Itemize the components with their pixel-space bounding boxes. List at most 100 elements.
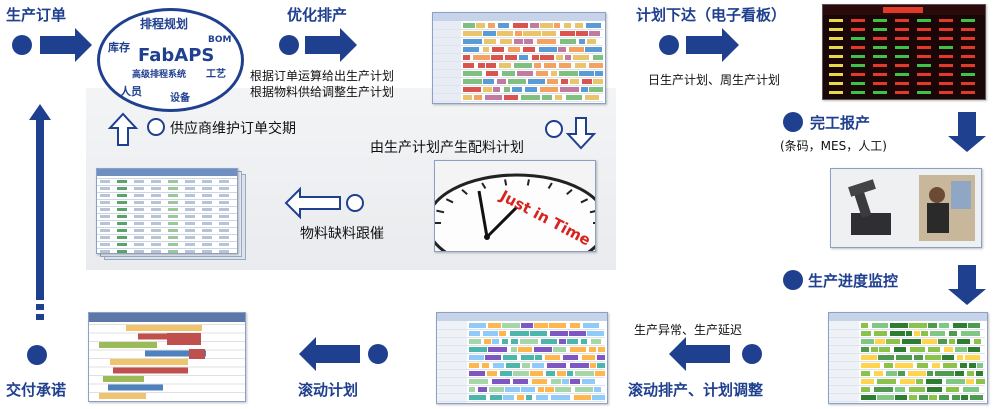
gantt-bar	[938, 339, 947, 344]
gantt-bar	[485, 355, 501, 360]
gantt-bar	[895, 387, 905, 392]
gantt-bar	[593, 79, 603, 84]
gantt-bar	[537, 39, 556, 44]
table-cell	[219, 215, 229, 218]
gantt-bar	[483, 79, 494, 84]
table-cell	[168, 208, 178, 211]
table-cell	[202, 187, 212, 190]
table-cell	[185, 180, 195, 183]
table-cell	[151, 194, 161, 197]
gantt-bar	[546, 371, 555, 376]
gantt-grid-line	[89, 324, 245, 325]
table-cell	[134, 243, 144, 246]
gantt-bar	[592, 395, 605, 400]
gantt-bar	[570, 379, 580, 384]
gantt-bar	[526, 395, 532, 400]
gantt-bar	[921, 331, 928, 336]
table-cell	[151, 229, 161, 232]
table-cell	[168, 215, 178, 218]
gantt-bar	[540, 23, 553, 28]
gantt-bar	[874, 331, 887, 336]
gantt-bar	[900, 379, 915, 384]
gantt-bar	[598, 347, 605, 352]
note-schedule-1: 根据订单运算给出生产计划	[250, 69, 395, 83]
gantt-bar	[513, 371, 529, 376]
gantt-bar	[492, 47, 504, 52]
gantt-bar	[579, 39, 585, 44]
gantt-bar	[520, 339, 538, 344]
table-cell	[168, 250, 178, 253]
gantt-bar	[593, 55, 603, 60]
gantt-bar	[530, 23, 539, 28]
board-cell	[829, 91, 843, 94]
gantt-bar	[534, 63, 541, 68]
clock-tick	[589, 210, 595, 214]
gantt-bar	[528, 79, 545, 84]
gantt-bar	[502, 339, 508, 344]
gantt-bar	[486, 71, 498, 76]
table-cell	[117, 180, 127, 183]
table-cell	[185, 236, 195, 239]
table-cell	[100, 236, 110, 239]
gantt-bar	[558, 47, 566, 52]
outline-arrow-down	[565, 117, 597, 150]
board-cell	[851, 91, 865, 94]
gantt-bar	[895, 363, 913, 368]
gantt-bar	[968, 323, 980, 328]
table-cell	[100, 201, 110, 204]
gantt-grid-line	[433, 101, 603, 102]
gantt-grid-line	[89, 366, 245, 368]
gantt-bar	[861, 347, 869, 352]
odot-material-plan	[545, 120, 563, 138]
gantt-bar	[963, 387, 979, 392]
board-cell	[961, 28, 975, 31]
table-cell	[219, 201, 229, 204]
board-cell	[895, 73, 909, 76]
clock-tick	[566, 188, 573, 196]
table-cell	[134, 180, 144, 183]
gantt-bar	[99, 342, 157, 348]
label-rolling-plan: 滚动计划	[298, 381, 359, 399]
table-cell	[100, 208, 110, 211]
gantt-grid-line	[437, 337, 605, 338]
gantt-bar	[519, 55, 528, 60]
table-cell	[185, 187, 195, 190]
gantt-bar	[970, 395, 983, 400]
board-cell	[939, 55, 953, 58]
gantt-bar	[932, 363, 940, 368]
gantt-bar	[513, 379, 528, 384]
gantt-grid-line	[829, 361, 985, 362]
gantt-highlight	[189, 349, 205, 359]
gantt-bar	[886, 371, 897, 376]
gantt-bar	[930, 331, 945, 336]
gantt-bar	[499, 63, 511, 68]
clock-tick	[481, 182, 487, 189]
clock-tick	[504, 179, 508, 186]
gantt-grid-line	[829, 401, 985, 402]
gantt-bar	[478, 387, 487, 392]
table-cell	[168, 222, 178, 225]
gantt-bar	[955, 347, 967, 352]
table-grid-line	[97, 227, 237, 228]
gantt-bar	[590, 363, 596, 368]
gantt-grid-line	[89, 349, 245, 351]
arrow-right-order	[40, 28, 92, 62]
table-cell	[202, 180, 212, 183]
table-cell	[168, 243, 178, 246]
gantt-bar	[499, 331, 506, 336]
gantt-bar	[909, 323, 927, 328]
clock-tick	[580, 198, 589, 204]
table-cell	[151, 201, 161, 204]
gantt-grid-line	[89, 392, 245, 393]
gantt-grid-line	[433, 37, 603, 38]
table-cell	[117, 215, 127, 218]
gantt-bar	[555, 95, 562, 100]
note-material-chase: 物料缺料跟催	[300, 226, 384, 242]
gantt-bar	[547, 79, 558, 84]
board-cell	[961, 73, 975, 76]
note-report-methods: (条码，MES，人工)	[780, 139, 887, 153]
gantt-bar	[877, 395, 894, 400]
table-grid-line	[97, 234, 237, 235]
ellipse-center: FabAPS	[138, 45, 215, 66]
